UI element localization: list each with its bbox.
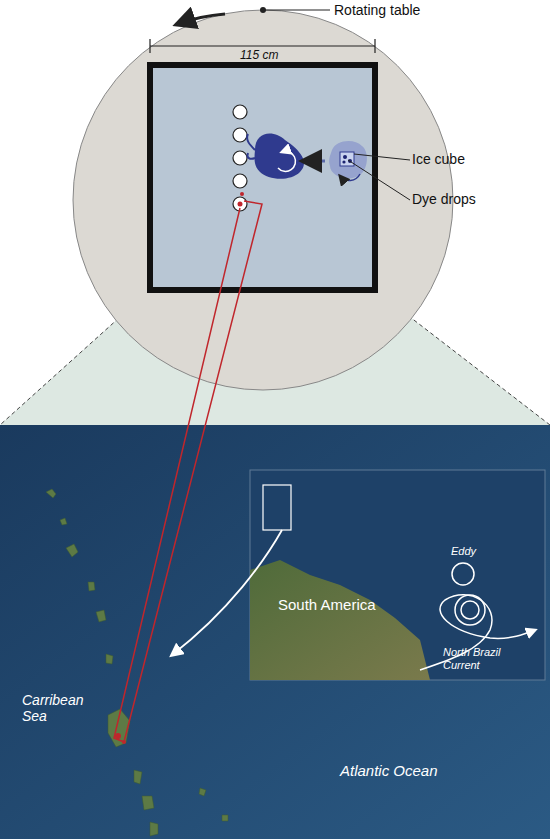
eddy-symbol bbox=[452, 563, 474, 585]
eddy-symbol bbox=[461, 601, 479, 619]
part-name: Rotating table bbox=[334, 2, 420, 18]
part-name: Dye drops bbox=[412, 191, 476, 207]
rotation-arrow bbox=[178, 14, 225, 24]
zoom-arrow bbox=[172, 530, 282, 655]
drift-arrow bbox=[304, 160, 325, 163]
feature-name: Eddy bbox=[451, 545, 476, 558]
dye-eddy bbox=[255, 133, 305, 178]
islands bbox=[46, 489, 228, 836]
leader-line bbox=[348, 160, 410, 200]
dimension: 115 cm bbox=[240, 49, 278, 63]
sea-name: Carribean Sea bbox=[22, 692, 102, 724]
dimension-tick bbox=[149, 39, 150, 53]
study-site bbox=[238, 202, 243, 207]
region-name: South America bbox=[278, 596, 376, 613]
ocean-name: Atlantic Ocean bbox=[340, 762, 438, 779]
inset-map bbox=[250, 470, 545, 680]
current-name: North Brazil Current bbox=[443, 646, 523, 671]
study-area-box bbox=[263, 485, 291, 530]
dye-filament bbox=[247, 153, 255, 159]
tank bbox=[150, 65, 375, 290]
dimension-line bbox=[150, 45, 375, 46]
meltwater bbox=[329, 141, 367, 178]
rotation-arrow bbox=[340, 174, 360, 180]
dimension-tick bbox=[374, 39, 375, 53]
satellite-map bbox=[0, 425, 550, 839]
south-america bbox=[250, 560, 430, 680]
rotation-arrow bbox=[278, 151, 295, 171]
leader-line bbox=[263, 10, 330, 11]
island-obstacles bbox=[233, 105, 247, 211]
dye-filament bbox=[247, 134, 255, 150]
study-site bbox=[240, 192, 244, 196]
ice-cube bbox=[340, 152, 354, 166]
leader-line bbox=[354, 154, 410, 160]
location-link bbox=[114, 201, 262, 742]
part-name: Ice cube bbox=[412, 151, 465, 167]
rotating-table bbox=[73, 10, 453, 390]
